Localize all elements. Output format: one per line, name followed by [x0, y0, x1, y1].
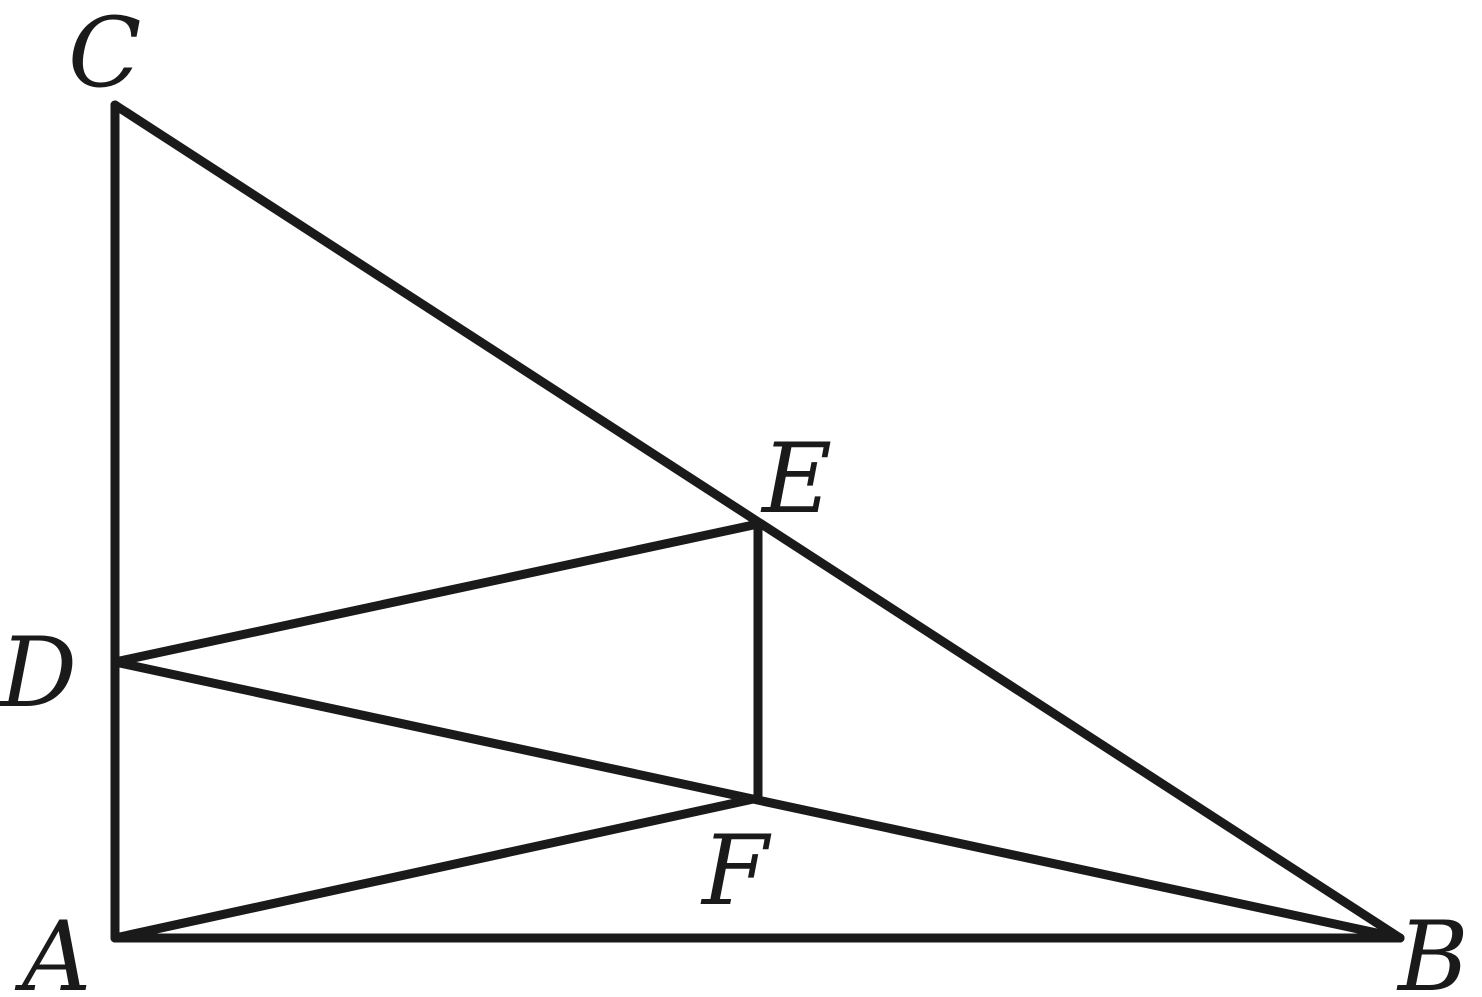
label-point-c: C [68, 0, 141, 109]
segments-group [110, 100, 1405, 943]
segment-de [110, 519, 763, 667]
label-point-a: A [14, 901, 91, 997]
label-point-d: D [0, 617, 77, 729]
label-point-b: B [1396, 901, 1469, 997]
label-point-e: E [760, 423, 832, 535]
segment-af [110, 793, 763, 943]
label-point-f: F [700, 815, 772, 927]
